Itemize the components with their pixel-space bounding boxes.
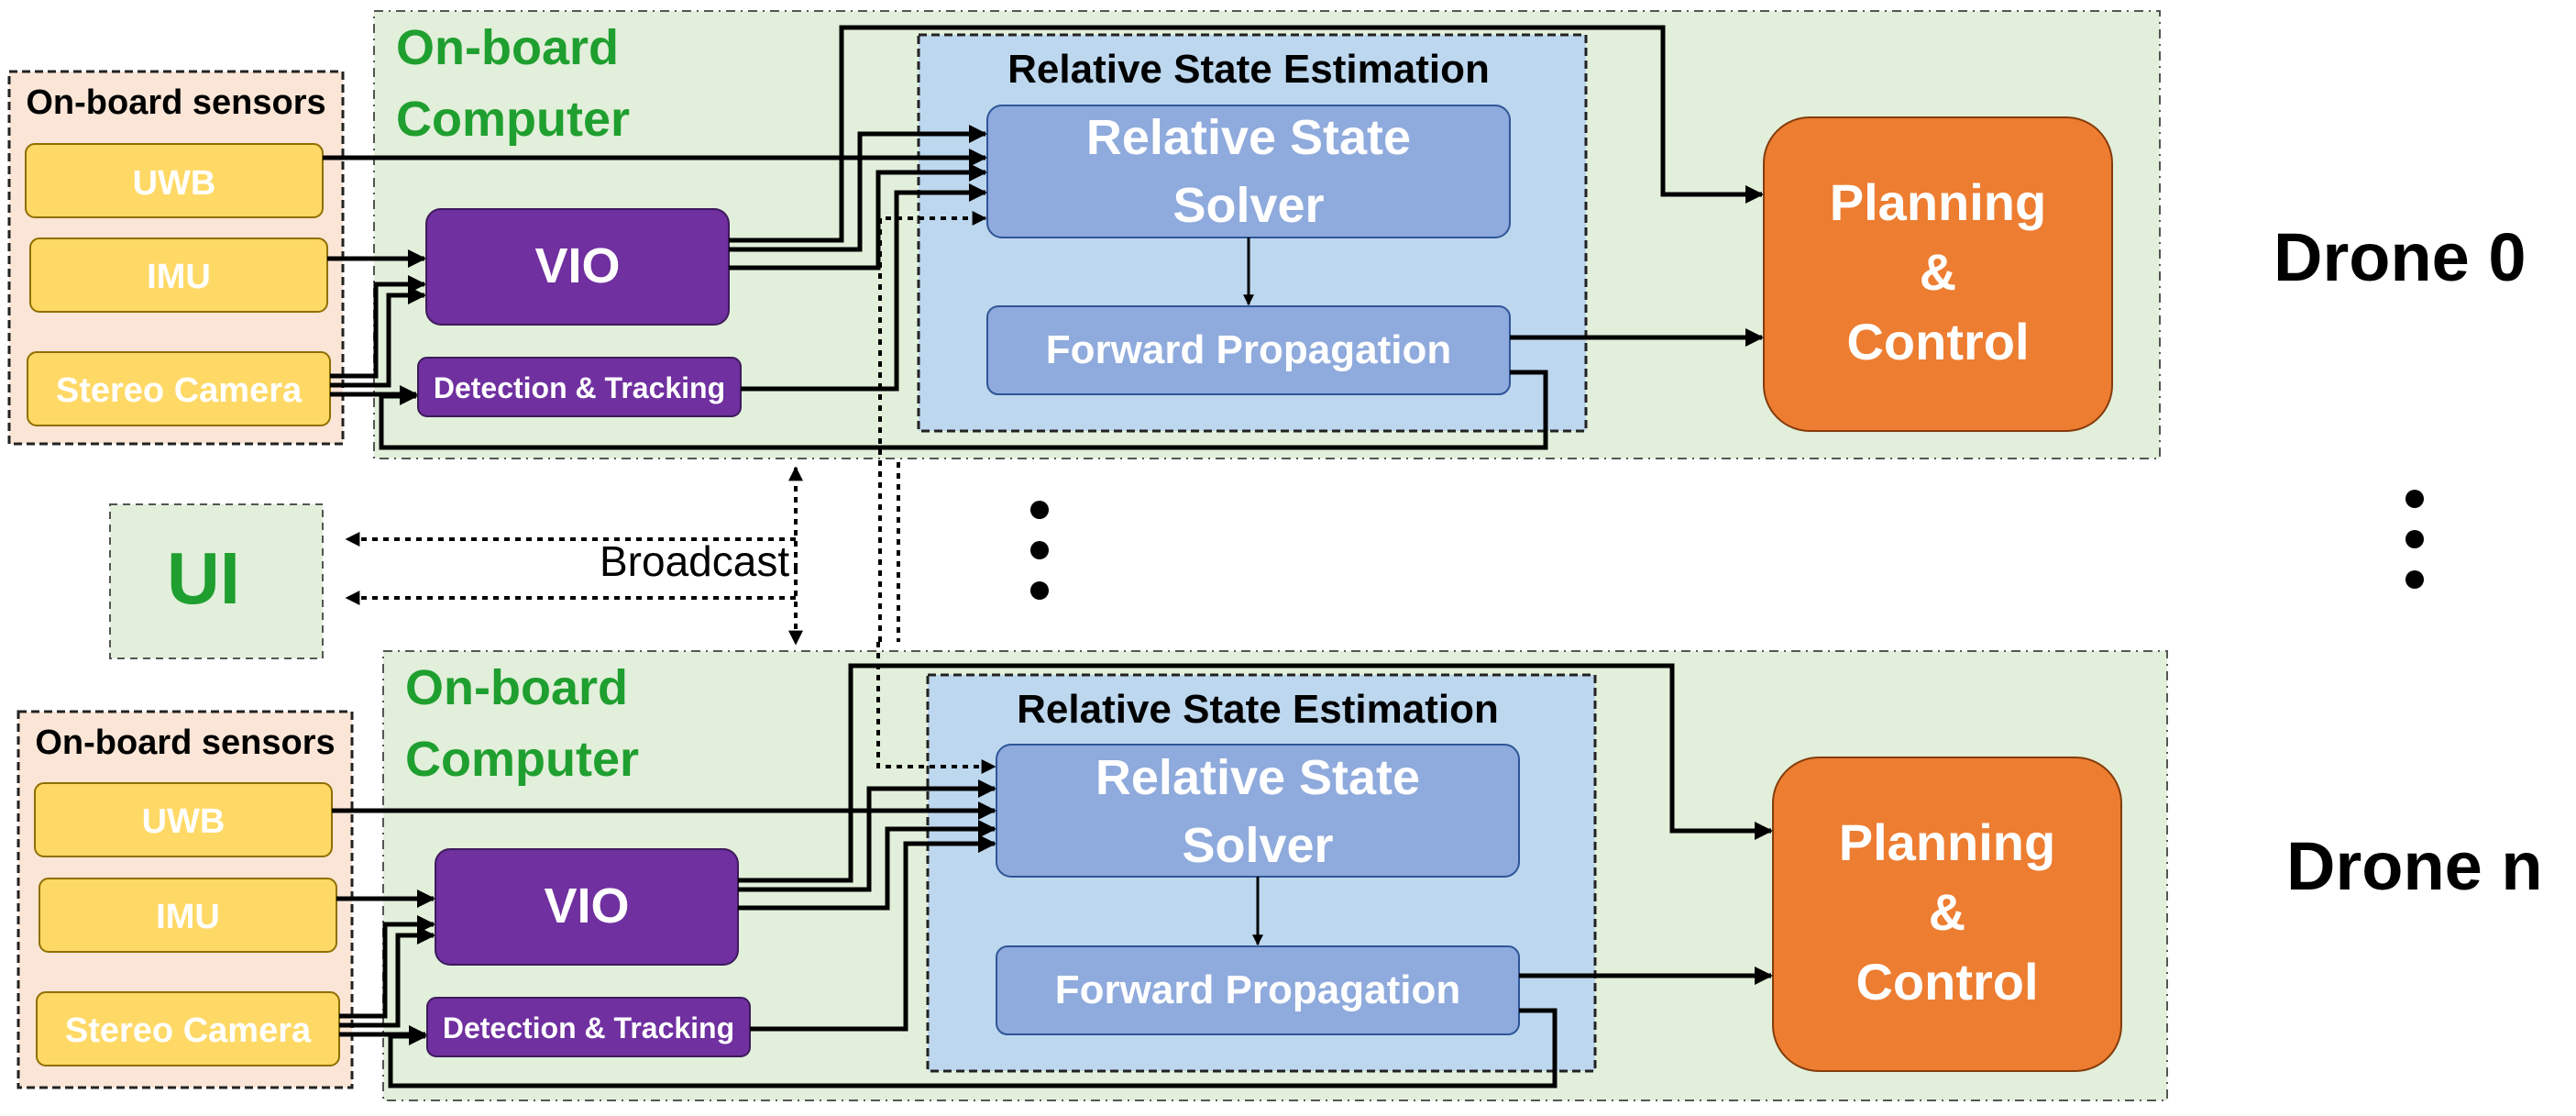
solver-label-line2-n: Solver [1182,818,1333,873]
stereo-camera-label: Stereo Camera [56,371,303,410]
vio-to-solver-arrow-1 [729,25,1764,243]
solver-label-line1-n: Relative State [1095,750,1420,805]
ellipsis-dot-center-3 [1030,581,1049,600]
stereo-camera-sensor-n [36,991,340,1066]
drone-0-group: On-board Computer On-board sensors UWB I… [7,10,2526,642]
detection-tracking-label: Detection & Tracking [434,371,725,404]
rse-title: Relative State Estimation [1007,47,1490,92]
forward-propagation-box-n [996,945,1520,1035]
planning-label-n: Planning [1839,813,2055,871]
uwb-sensor-label: UWB [133,164,216,203]
forward-feedback-arrow-n [388,1008,1558,1088]
ellipsis-dot-right-2 [2405,530,2424,548]
drone-n-group: On-board Computer On-board sensors UWB I… [17,642,2543,1101]
inter-drone-dotted-input-n [876,642,996,774]
imu-sensor [29,238,328,313]
ellipsis-dot-right-3 [2405,570,2424,589]
vio-to-planning-arrow-n [738,663,1773,883]
ampersand-label-n: & [1929,883,1965,941]
sensors-panel-title: On-board sensors [26,83,325,122]
camera-to-vio-arrow-b-n [339,926,435,1028]
ellipsis-dot-right-1 [2405,490,2424,508]
ui-broadcast-group: UI Broadcast [109,462,2424,659]
detection-to-solver-arrow [741,183,987,392]
ellipsis-dot-center-2 [1030,541,1049,559]
vio-label-n: VIO [544,878,629,934]
broadcast-label: Broadcast [600,537,789,585]
drone-0-label: Drone 0 [2273,219,2526,295]
stereo-camera-label-n: Stereo Camera [65,1011,312,1050]
forward-propagation-label-n: Forward Propagation [1055,967,1460,1012]
detection-tracking-label-n: Detection & Tracking [443,1011,734,1044]
camera-to-vio-arrow-a [330,275,426,379]
control-label-n: Control [1855,953,2038,1011]
forward-feedback-arrow [379,370,1548,450]
drone-0-connections [323,25,1764,642]
onboard-computer-title-line1: On-board [396,20,619,75]
planning-control-box-n [1772,757,2122,1072]
camera-to-vio-arrow-a-n [339,915,435,1019]
control-label: Control [1846,313,2029,370]
detection-to-solver-arrow-n [750,834,996,1032]
planning-label: Planning [1830,173,2046,231]
stereo-camera-sensor [27,351,331,426]
solver-label-line2: Solver [1172,178,1324,233]
rse-title-n: Relative State Estimation [1017,687,1499,732]
inter-drone-dotted-link-a [878,211,987,642]
planning-control-box [1763,116,2113,432]
solver-label-line1: Relative State [1086,110,1411,165]
imu-sensor-label: IMU [147,258,211,296]
vio-to-solver-arrow-2 [729,125,987,252]
uwb-sensor-n [34,782,333,857]
ui-box [109,503,324,659]
imu-sensor-label-n: IMU [156,898,220,936]
uwb-sensor-label-n: UWB [142,802,226,841]
uwb-sensor [25,143,324,218]
onboard-computer-title-line1-n: On-board [405,660,628,715]
drone-n-label: Drone n [2286,828,2543,904]
forward-propagation-label: Forward Propagation [1046,327,1451,372]
ui-label: UI [167,537,240,619]
ellipsis-dot-center-1 [1030,501,1049,519]
camera-to-vio-arrow-b [330,286,426,388]
onboard-computer-title-line2: Computer [396,92,630,147]
vio-label: VIO [534,238,620,293]
vio-to-solver-arrow-2-n [738,779,996,892]
vio-to-solver-arrow-3-n [738,820,996,911]
drone-n-connections [332,642,1773,1088]
sensors-panel-title-n: On-board sensors [35,724,335,762]
forward-propagation-box [986,305,1511,395]
onboard-computer-title-line2-n: Computer [405,732,639,787]
imu-sensor-n [39,878,337,953]
ampersand-label: & [1920,243,1956,301]
